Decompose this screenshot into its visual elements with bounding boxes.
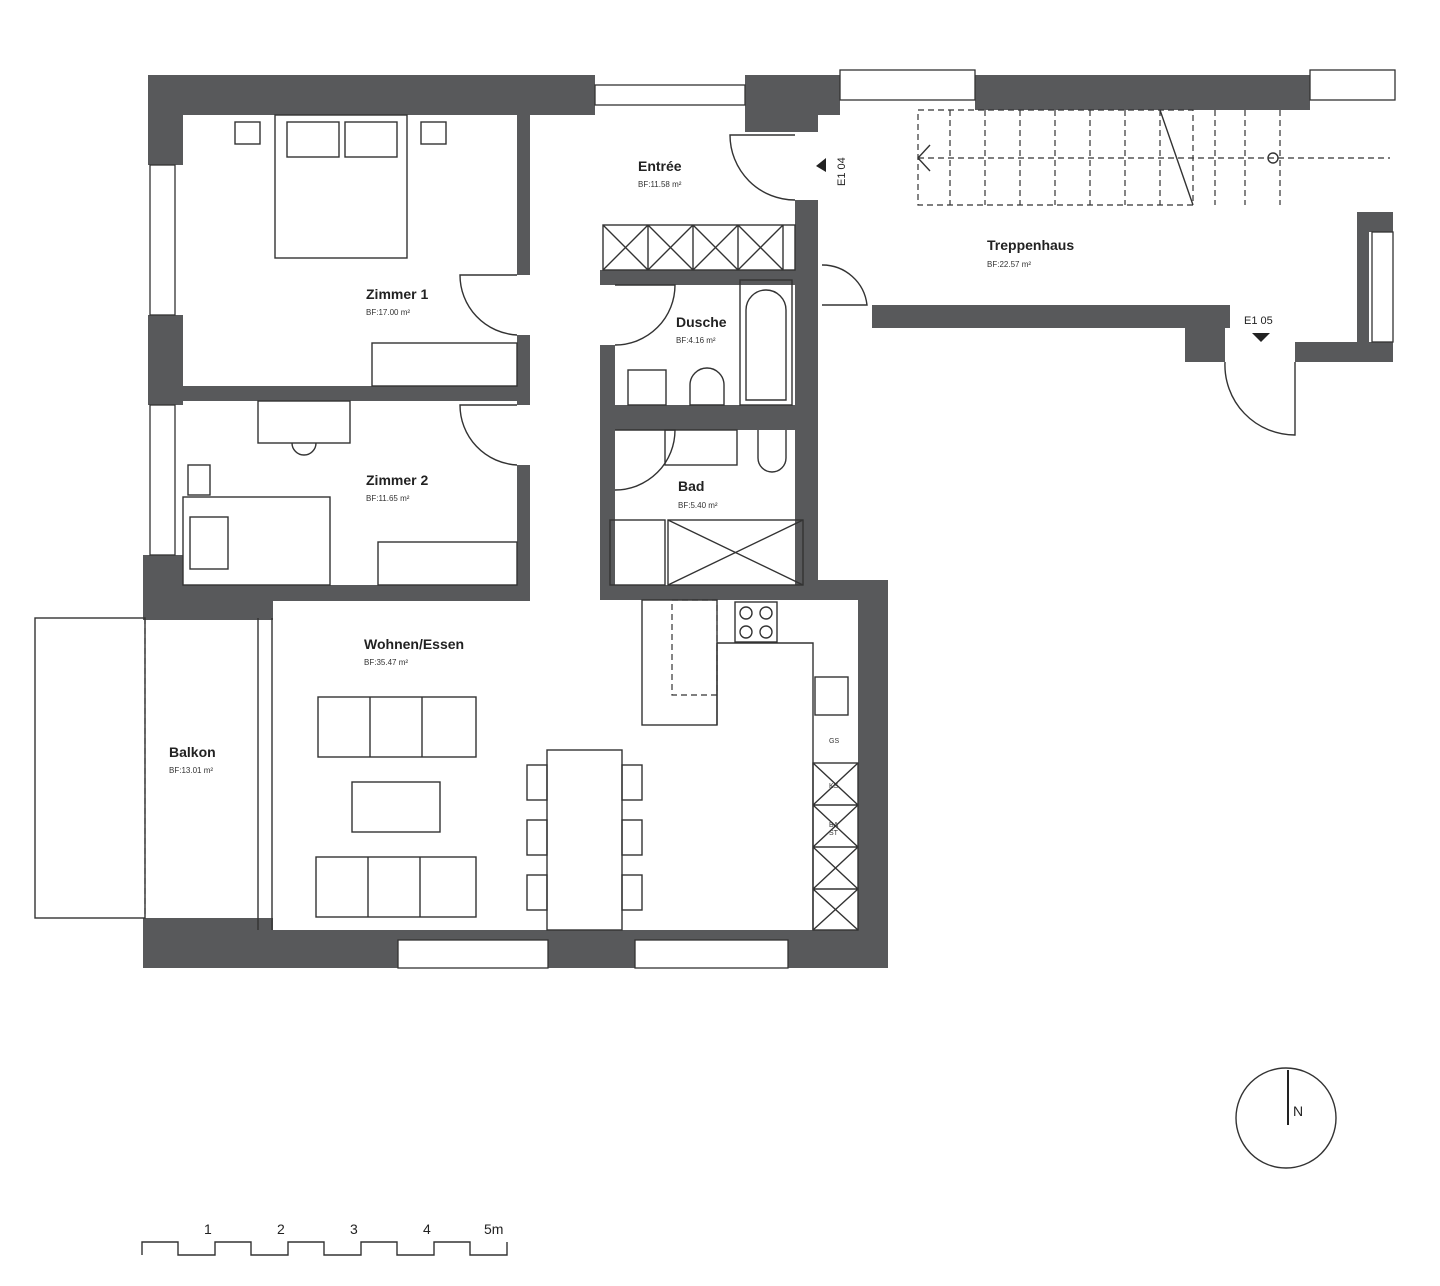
- room-area-dusche: BF:4.16 m²: [676, 336, 716, 345]
- room-name-wohnen: Wohnen/Essen: [364, 636, 464, 652]
- label-ks: KS: [829, 783, 839, 790]
- room-area-bad: BF:5.40 m²: [678, 501, 718, 510]
- doors: [459, 134, 1296, 491]
- scale-label: 4: [423, 1221, 431, 1237]
- door-tag-e104: E1 04: [836, 157, 848, 186]
- windows: [149, 69, 1396, 969]
- label-ba: BA: [829, 822, 839, 829]
- room-name-dusche: Dusche: [676, 314, 727, 330]
- label-gs: GS: [829, 738, 839, 745]
- entry-marker-icon: [1252, 333, 1270, 342]
- scale-label: 5m: [484, 1221, 503, 1237]
- room-name-treppenhaus: Treppenhaus: [987, 237, 1074, 253]
- room-area-zimmer1: BF:17.00 m²: [366, 308, 410, 317]
- north-label: N: [1293, 1103, 1303, 1119]
- scale-bar: 1 2 3 4 5m: [141, 1221, 508, 1256]
- scale-label: 3: [350, 1221, 358, 1237]
- door-tag-e105: E1 05: [1244, 315, 1273, 327]
- staircase: [917, 109, 1390, 206]
- room-area-balkon: BF:13.01 m²: [169, 766, 213, 775]
- room-area-zimmer2: BF:11.65 m²: [366, 494, 410, 503]
- room-area-treppenhaus: BF:22.57 m²: [987, 260, 1031, 269]
- room-name-bad: Bad: [678, 478, 704, 494]
- room-area-entree: BF:11.58 m²: [638, 180, 682, 189]
- north-arrow: N: [1235, 1067, 1337, 1169]
- room-area-wohnen: BF:35.47 m²: [364, 658, 408, 667]
- walls: [143, 75, 1393, 968]
- furniture: [34, 114, 859, 931]
- scale-label: 1: [204, 1221, 212, 1237]
- label-st: ST: [829, 830, 839, 837]
- room-name-zimmer2: Zimmer 2: [366, 472, 428, 488]
- room-name-entree: Entrée: [638, 158, 682, 174]
- room-name-zimmer1: Zimmer 1: [366, 286, 428, 302]
- scale-label: 2: [277, 1221, 285, 1237]
- entry-marker-icon: [816, 158, 826, 172]
- room-name-balkon: Balkon: [169, 744, 216, 760]
